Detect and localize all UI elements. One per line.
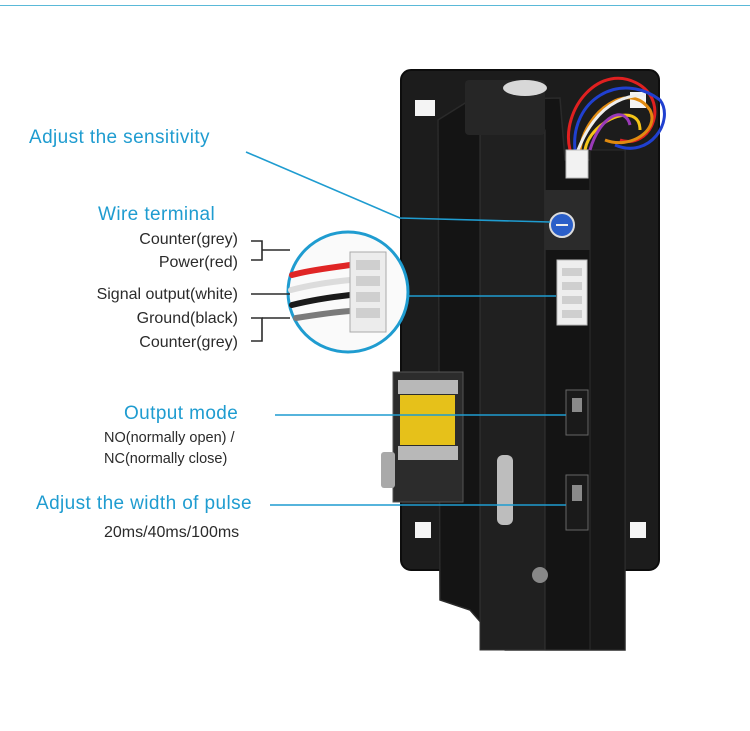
wire-label-power-red: Power(red) bbox=[158, 254, 238, 271]
output-mode-switch bbox=[565, 389, 589, 436]
pulse-width-switch bbox=[565, 474, 589, 531]
wire-label-ground-black: Ground(black) bbox=[136, 310, 238, 327]
wire-connector-top bbox=[565, 149, 589, 179]
mounting-hole bbox=[415, 100, 435, 116]
sensitivity-label: Adjust the sensitivity bbox=[29, 127, 210, 148]
side-rail bbox=[589, 149, 626, 651]
top-divider-line bbox=[0, 5, 750, 6]
pulse-width-values: 20ms/40ms/100ms bbox=[104, 524, 240, 541]
wire-terminal-label: Wire terminal bbox=[98, 204, 216, 225]
output-mode-desc-line-2: NC(normally close) bbox=[104, 451, 228, 467]
wire-brackets bbox=[251, 240, 290, 342]
mounting-hole bbox=[630, 522, 646, 538]
coin-lever bbox=[497, 455, 513, 525]
pulse-width-label: Adjust the width of pulse bbox=[36, 493, 252, 514]
wiring-harness bbox=[567, 76, 666, 151]
output-mode-desc-line-1: NO(normally open) / bbox=[104, 430, 235, 446]
wire-label-counter-grey-top: Counter(grey) bbox=[139, 231, 238, 248]
zoomed-wires bbox=[288, 262, 353, 321]
wire-label-counter-grey-bottom: Counter(grey) bbox=[139, 334, 238, 351]
wire-label-signal-output-white: Signal output(white) bbox=[96, 286, 238, 303]
terminal-zoom-circle bbox=[286, 230, 410, 354]
solenoid-coil bbox=[400, 395, 455, 445]
callout-lines bbox=[245, 151, 566, 506]
sensitivity-callout-line bbox=[245, 151, 551, 223]
top-lens bbox=[503, 80, 547, 96]
mounting-hole bbox=[415, 522, 431, 538]
output-mode-label: Output mode bbox=[124, 403, 239, 424]
front-panel bbox=[479, 129, 546, 651]
